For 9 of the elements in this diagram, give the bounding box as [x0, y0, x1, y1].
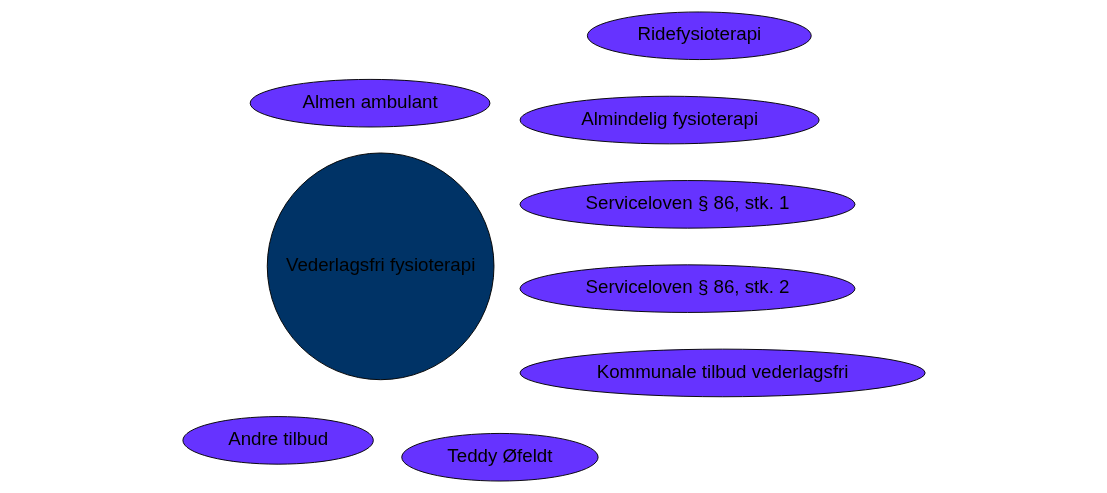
node-ellipse: Almindelig fysioterapi [519, 95, 820, 145]
node-ellipse: Teddy Øfeldt [400, 432, 599, 482]
node-ellipse: Serviceloven § 86, stk. 1 [519, 180, 855, 229]
node-ellipse: Serviceloven § 86, stk. 2 [519, 264, 855, 313]
node-circle: Vederlagsfri fysioterapi [266, 152, 494, 381]
node-ellipse: Andre tilbud [181, 416, 374, 465]
node-ellipse: Almen ambulant [249, 78, 490, 128]
node-ellipse: Ridefysioterapi [586, 11, 812, 60]
node-ellipse: Kommunale tilbud vederlagsfri [519, 348, 926, 398]
